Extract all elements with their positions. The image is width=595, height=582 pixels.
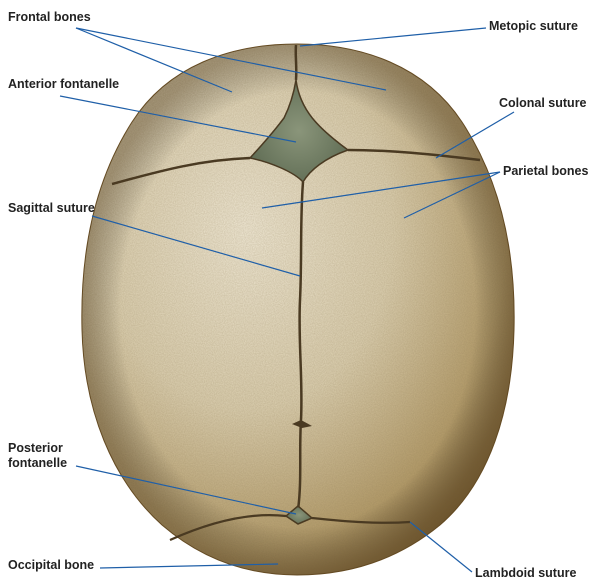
leader-metopic-suture [300,28,486,46]
label-lambdoid-suture: Lambdoid suture [475,566,576,581]
label-anterior-fontanelle: Anterior fontanelle [8,77,119,92]
label-posterior-fontanelle-line1: Posterior [8,441,67,456]
label-posterior-fontanelle-line2: fontanelle [8,456,67,471]
label-posterior-fontanelle: Posterior fontanelle [8,441,67,471]
label-frontal-bones: Frontal bones [8,10,91,25]
label-sagittal-suture: Sagittal suture [8,201,95,216]
skull [82,44,514,575]
label-occipital-bone: Occipital bone [8,558,94,573]
leader-lambdoid-suture [410,522,472,572]
label-metopic-suture: Metopic suture [489,19,578,34]
label-parietal-bones: Parietal bones [503,164,588,179]
label-colonal-suture: Colonal suture [499,96,587,111]
metopic-suture-line [296,45,297,80]
